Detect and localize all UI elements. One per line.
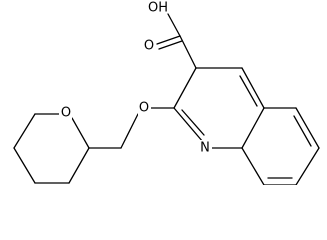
bond-c-o-double-a [156,35,181,45]
bond-c5prime-c4prime [13,147,36,184]
structural-formula: OH O O O N [13,1,320,185]
bond-c6-c7 [295,147,320,185]
svg-text:O: O [139,101,149,116]
atom-label-ether-oxygen: O [138,101,151,116]
bond-c5-c6 [295,107,320,149]
svg-text:O: O [61,106,71,121]
bond-c5-c6-inner [293,115,312,147]
bond-c4a-c8a [241,107,265,149]
pyridine-ring [173,67,265,149]
bond-n-c2-inner [181,109,205,136]
ether-linkage [88,107,175,149]
bond-c-c3 [179,35,197,69]
tetrahydropyran-ring [13,113,90,184]
bond-c4-c4a-inner [239,75,258,107]
bond-c2-c3 [173,67,197,109]
bond-c3prime-c2prime [68,147,90,184]
bond-c2prime-o [71,117,90,149]
bond-c8-c8a [241,147,265,185]
bond-c6prime-c5prime [13,113,36,149]
atom-label-ring-nitrogen: N [199,140,212,156]
bond-c-oh [167,13,181,37]
bond-n-c2 [173,107,204,143]
carboxylic-acid-group [156,13,197,69]
atom-label-carbonyl-oxygen: O [143,39,155,54]
benzene-ring [241,107,320,185]
bond-o-ch2 [120,113,139,149]
svg-text:N: N [200,141,210,156]
atom-label-hydroxyl: OH [148,1,168,16]
svg-text:OH: OH [148,1,168,16]
atom-label-ring-oxygen: O [59,106,72,121]
svg-text:O: O [144,39,154,54]
bond-c4-c4a [241,67,265,109]
bond-c-o-double-b [158,40,183,50]
